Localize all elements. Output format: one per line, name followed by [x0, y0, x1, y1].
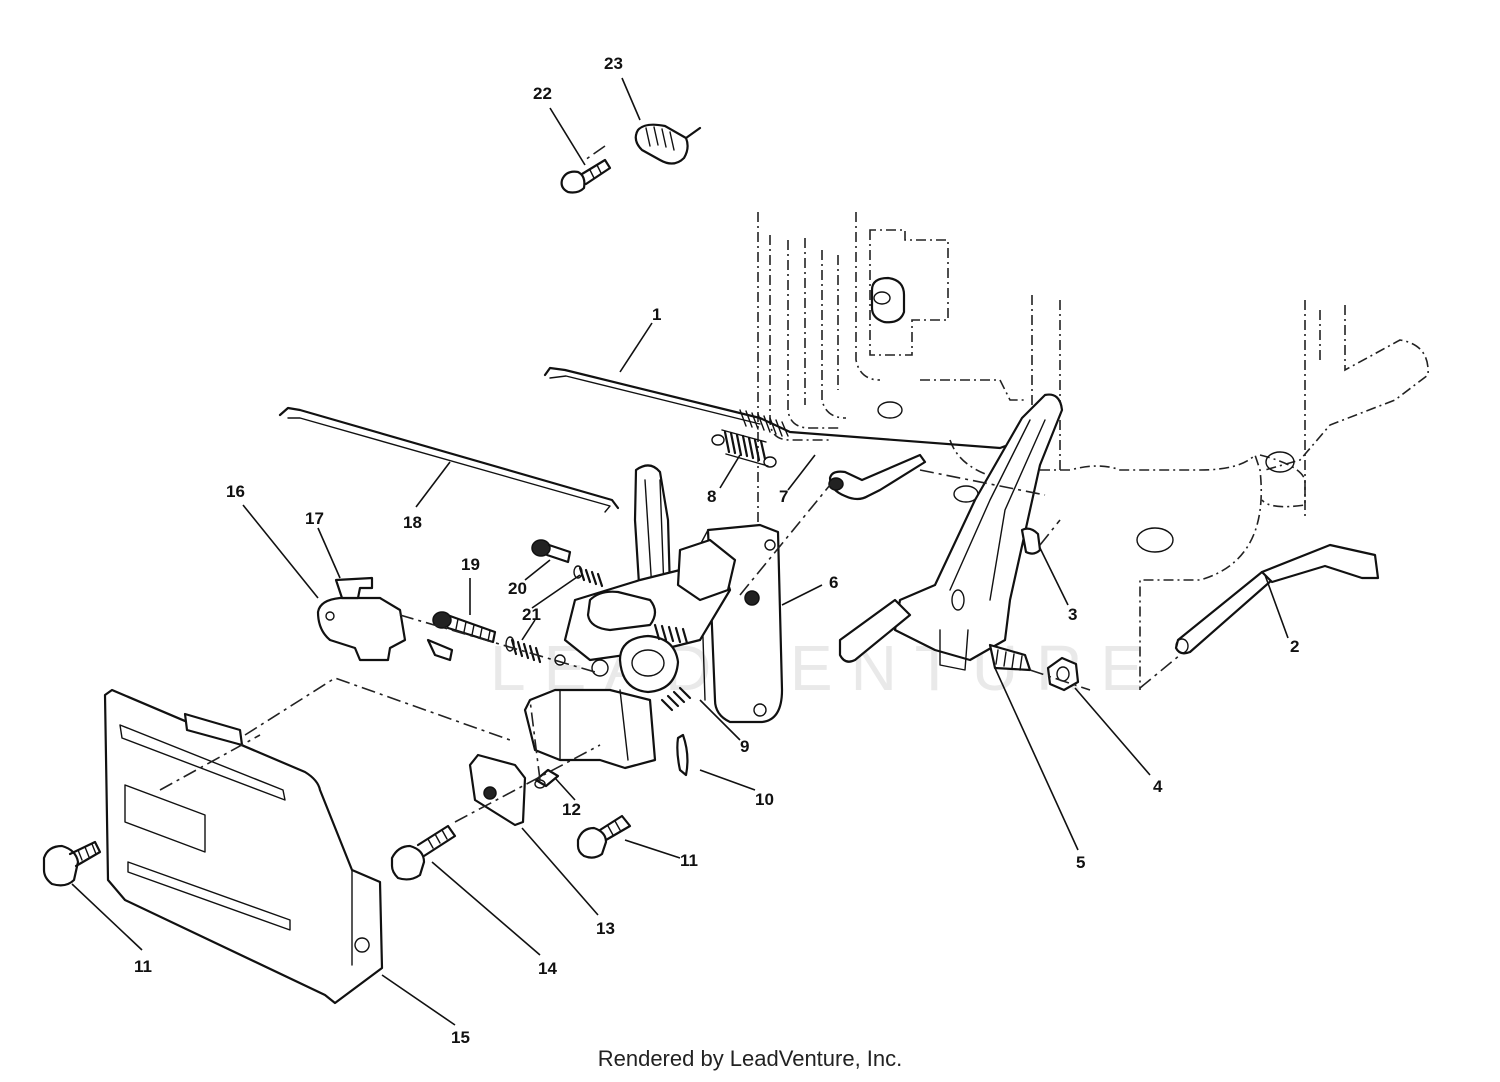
part-7-linkage — [829, 455, 925, 499]
part-11-bolt-right — [578, 816, 630, 858]
callout-20: 20 — [508, 579, 527, 598]
callout-11-left: 11 — [134, 957, 152, 976]
callout-6: 6 — [829, 573, 838, 592]
part-22-screw — [562, 160, 610, 193]
callout-2: 2 — [1290, 637, 1299, 656]
callout-22: 22 — [533, 84, 552, 103]
part-1-governor-rod — [545, 368, 1022, 448]
part-15-plate — [105, 690, 382, 1003]
callout-23: 23 — [604, 54, 623, 73]
callout-16: 16 — [226, 482, 245, 501]
control-bracket-assembly — [525, 465, 735, 775]
callout-3: 3 — [1068, 605, 1077, 624]
callout-7: 7 — [779, 487, 788, 506]
callout-11-right: 11 — [680, 851, 698, 870]
part-23-clamp — [636, 125, 700, 164]
leader-lines — [72, 78, 1288, 1025]
footer-credit: Rendered by LeadVenture, Inc. — [597, 1046, 903, 1071]
part-14-bolt — [392, 826, 455, 879]
callout-12: 12 — [562, 800, 581, 819]
callout-10: 10 — [755, 790, 774, 809]
callout-4: 4 — [1153, 777, 1163, 796]
callout-5: 5 — [1076, 853, 1085, 872]
callout-17: 17 — [305, 509, 324, 528]
callout-21: 21 — [522, 605, 541, 624]
callout-9: 9 — [740, 737, 749, 756]
part-18-rod — [280, 408, 618, 512]
part-19-screw — [433, 612, 495, 642]
callout-14: 14 — [538, 959, 557, 978]
callout-13: 13 — [596, 919, 615, 938]
part-21-springs — [506, 566, 602, 662]
part-13-clip — [470, 755, 525, 825]
part-8-spring — [712, 430, 776, 467]
part-16-17-bracket — [318, 578, 452, 660]
callout-8: 8 — [707, 487, 716, 506]
callout-15: 15 — [451, 1028, 470, 1047]
part-2-handle — [1176, 545, 1378, 653]
callout-18: 18 — [403, 513, 422, 532]
phantom-lines — [160, 146, 1180, 822]
part-3-fitting — [1022, 529, 1040, 554]
part-11-bolt-left — [44, 842, 100, 885]
part-5-lever — [840, 395, 1062, 670]
callout-1: 1 — [652, 305, 661, 324]
callout-labels: 1 2 3 4 5 6 7 8 9 10 11 11 12 13 14 15 1… — [134, 54, 1299, 1047]
part-20-screw — [532, 540, 570, 562]
callout-19: 19 — [461, 555, 480, 574]
